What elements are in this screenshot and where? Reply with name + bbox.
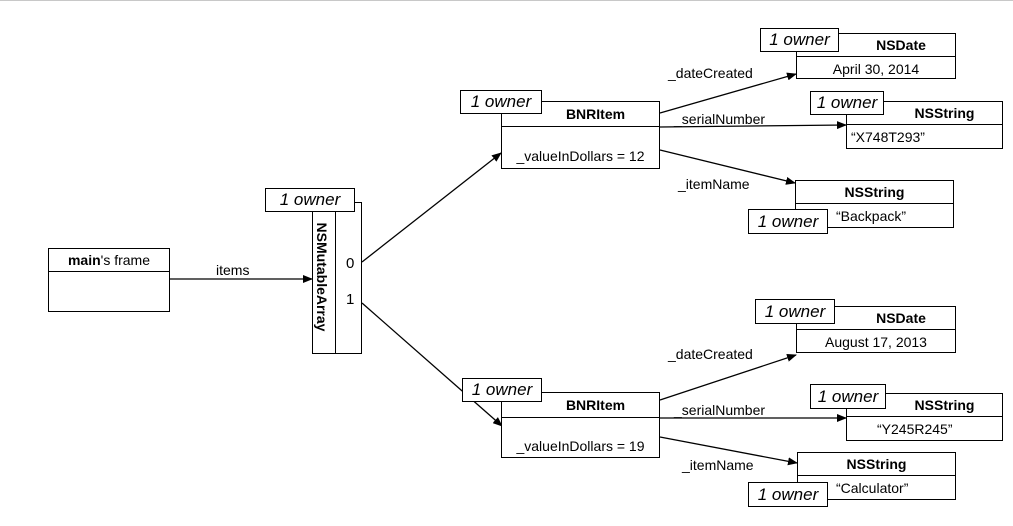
arrow-index0 xyxy=(361,152,502,263)
bnritem-2-title: BNRItem xyxy=(502,393,659,418)
item2-serial-owner-tag: 1 owner xyxy=(810,384,886,409)
item1-name-value: “Backpack” xyxy=(836,208,907,224)
main-frame-box: main's frame xyxy=(48,248,170,312)
item2-serial-title: NSString xyxy=(847,394,1002,417)
item2-name-value: “Calculator” xyxy=(836,480,909,496)
item1-nsdate-owner-tag: 1 owner xyxy=(760,28,839,52)
item2-nsdate-owner-tag: 1 owner xyxy=(755,299,835,324)
main-frame-title: main's frame xyxy=(49,249,169,272)
item1-name-box: NSString “Backpack” xyxy=(795,180,954,228)
item1-serial-title: NSString xyxy=(847,102,1002,125)
mutable-array-title: NSMutableArray xyxy=(314,222,330,332)
item1-datecreated-label: _dateCreated xyxy=(668,65,753,81)
array-index-1: 1 xyxy=(346,291,355,308)
item1-name-owner-tag: 1 owner xyxy=(748,209,828,234)
top-divider xyxy=(0,0,1013,1)
arrow-index1 xyxy=(361,302,503,427)
item1-serial-box: NSString “X748T293” xyxy=(846,101,1003,149)
item2-datecreated-label: _dateCreated xyxy=(668,346,753,362)
array-owner-tag: 1 owner xyxy=(265,188,355,212)
item2-nsdate-value: August 17, 2013 xyxy=(825,334,927,350)
array-index-0: 0 xyxy=(346,255,355,272)
item2-name-title: NSString xyxy=(798,453,955,476)
item1-serial-owner-tag: 1 owner xyxy=(810,91,884,115)
mutable-array-title-divider xyxy=(313,203,336,353)
item1-serialnumber-label: _serialNumber xyxy=(674,111,766,127)
item2-nsdate-title: NSDate xyxy=(797,307,955,330)
mutable-array-box xyxy=(312,202,362,354)
item2-name-box: NSString “Calculator” xyxy=(797,452,956,500)
item1-nsdate-title: NSDate xyxy=(797,34,955,57)
bnritem-2-box: BNRItem _valueInDollars = 19 xyxy=(501,392,660,458)
item2-serialnumber-label: _serialNumber xyxy=(674,402,766,418)
item1-itemname-label: _itemName xyxy=(678,176,750,192)
item1-serial-value: “X748T293” xyxy=(851,129,925,145)
item1-nsdate-value: April 30, 2014 xyxy=(832,61,920,77)
bnritem-1-title: BNRItem xyxy=(502,102,659,127)
item2-name-owner-tag: 1 owner xyxy=(748,482,828,507)
item2-serial-value: “Y245R245” xyxy=(877,421,953,437)
bnritem-2-value: _valueInDollars = 19 xyxy=(516,438,645,454)
bnritem-1-value: _valueInDollars = 12 xyxy=(516,148,645,164)
item2-itemname-label: _itemName xyxy=(682,457,754,473)
items-link-label: items xyxy=(216,262,250,278)
bnritem-2-owner-tag: 1 owner xyxy=(462,378,542,402)
bnritem-1-owner-tag: 1 owner xyxy=(460,90,542,114)
item1-name-title: NSString xyxy=(796,181,953,204)
